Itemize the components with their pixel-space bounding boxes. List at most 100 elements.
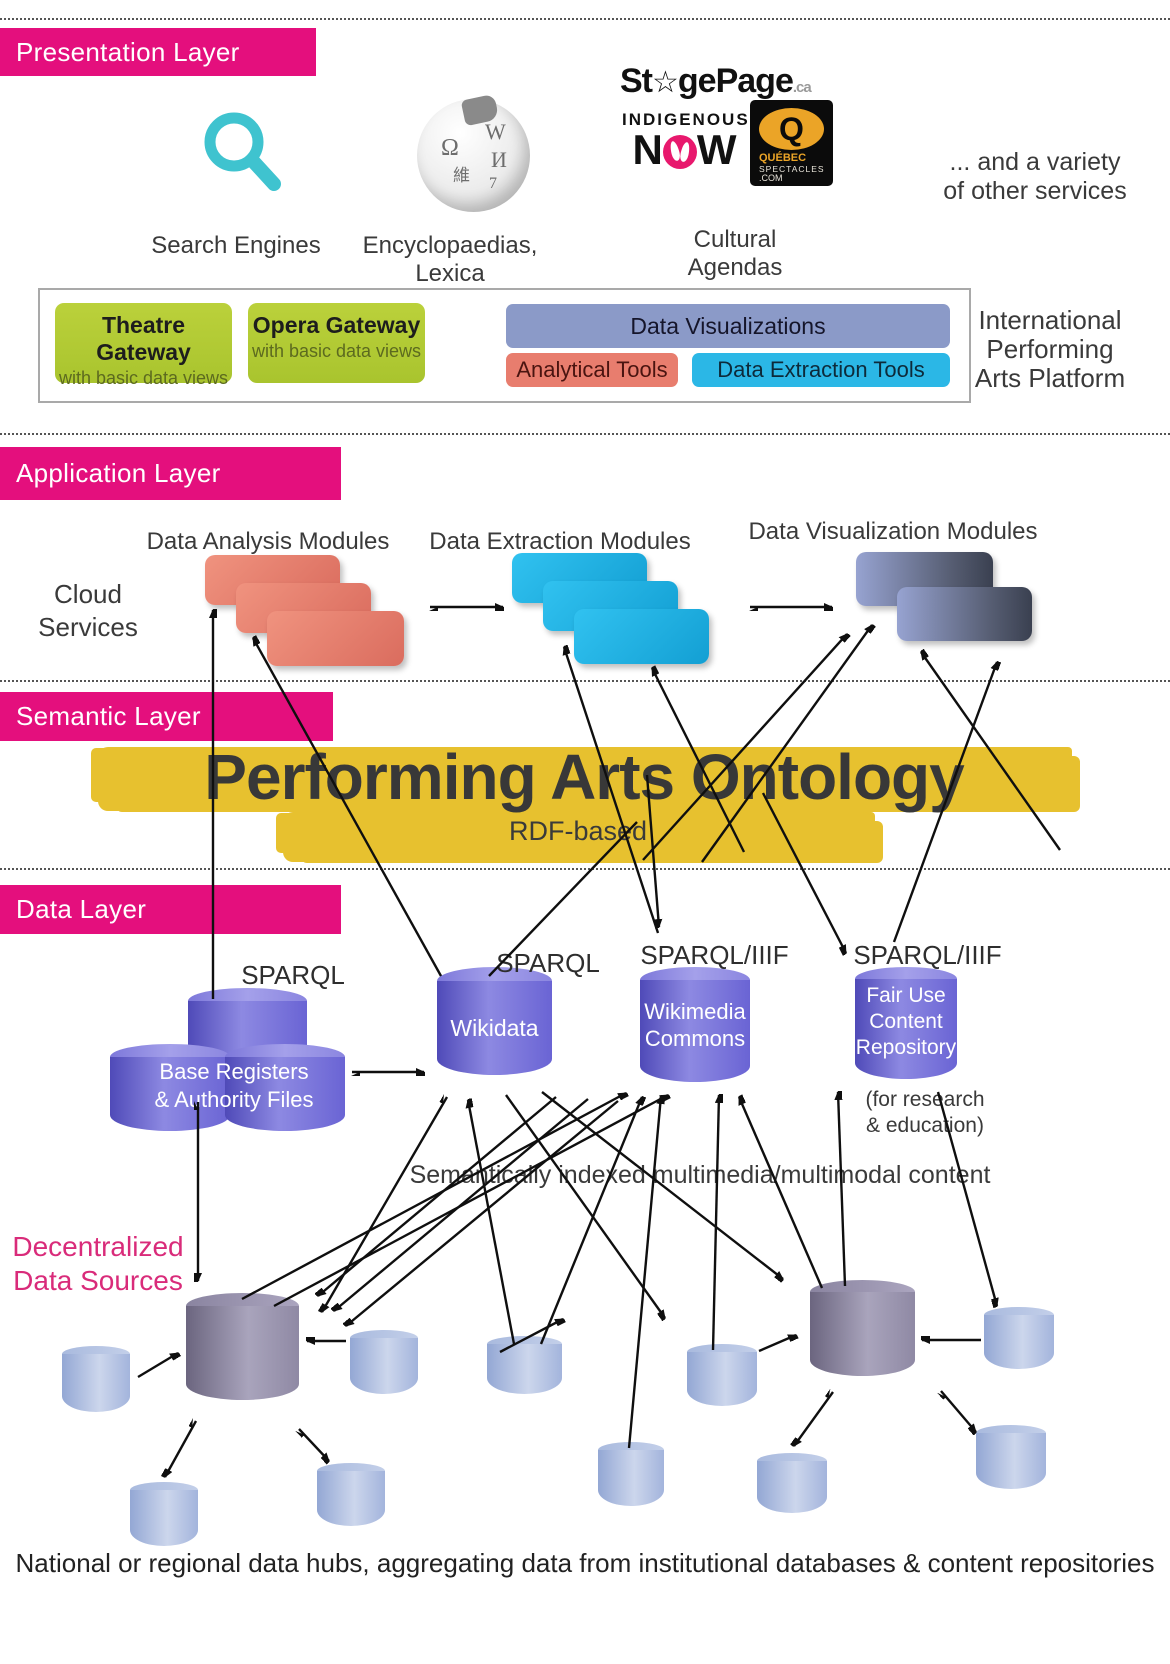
arrow-fan-1	[318, 1096, 557, 1296]
other-services-line1: ... and a variety	[949, 148, 1121, 176]
base-registers-line1: Base Registers	[159, 1059, 309, 1084]
source-cylinder	[976, 1425, 1046, 1489]
source-cylinder	[130, 1482, 198, 1546]
application-layer-banner: Application Layer	[0, 447, 341, 500]
opera-gateway-subtitle: with basic data views	[251, 341, 422, 361]
source-cylinder	[350, 1330, 418, 1394]
arrow-lefthub-satellite-3	[299, 1428, 329, 1461]
sparql-label-wikidata: SPARQL	[496, 948, 600, 978]
arrow-source-wikidata	[468, 1100, 516, 1345]
fairuse-line1: Fair Use	[866, 984, 946, 1007]
semantic-layer-label: Semantic Layer	[16, 701, 201, 731]
source-cylinder	[687, 1344, 757, 1406]
stagepage-post: gePage	[677, 62, 794, 100]
cloud-line1: Cloud	[54, 579, 122, 609]
source-cylinder	[598, 1442, 664, 1506]
analysis-module-card	[267, 611, 404, 666]
analytical-tools-bar: Analytical Tools	[506, 353, 678, 387]
arrow-source-commons-1	[539, 1097, 642, 1345]
arrow-source-commons-2	[627, 1096, 661, 1449]
wiki-glyph-omega: Ω	[441, 135, 459, 161]
other-services-label: ... and a variety of other services	[905, 148, 1165, 206]
source-cylinder	[62, 1346, 130, 1412]
sparql-iiif-label-fairuse: SPARQL/IIIF	[853, 940, 1002, 970]
wikimedia-commons-cylinder: Wikimedia Commons	[640, 967, 750, 1082]
encyclopaedias-line2: Lexica	[415, 260, 485, 287]
base-registers-label: Base Registers & Authority Files	[118, 1058, 350, 1114]
data-visualizations-label: Data Visualizations	[630, 312, 826, 339]
data-extraction-tools-bar: Data Extraction Tools	[692, 353, 950, 387]
sparql-iiif-label-commons: SPARQL/IIIF	[640, 940, 789, 970]
decentralized-line2: Data Sources	[13, 1265, 183, 1296]
platform-side-line3: Arts Platform	[974, 363, 1126, 393]
search-engines-label: Search Engines	[151, 232, 321, 259]
encyclopaedias-line1: Encyclopaedias,	[362, 232, 538, 259]
data-layer-label: Data Layer	[16, 894, 147, 924]
base-registers-cylinder-left	[110, 1044, 230, 1131]
fairuse-line2: Content	[869, 1010, 943, 1033]
fairuse-note-line2: & education)	[866, 1114, 984, 1137]
source-cylinder	[317, 1463, 385, 1526]
arrow-fan-3	[346, 1100, 619, 1326]
fairuse-note-line1: (for research	[865, 1088, 985, 1111]
data-visualizations-bar: Data Visualizations	[506, 304, 950, 348]
commons-line1: Wikimedia	[644, 999, 746, 1024]
arrow-source-commons-3	[711, 1095, 719, 1351]
opera-gateway-title: Opera Gateway	[252, 312, 421, 338]
right-data-hub-cylinder	[810, 1280, 915, 1376]
semantically-indexed-label: Semantically indexed multimedia/multimod…	[409, 1161, 991, 1189]
separator-top	[0, 18, 1170, 20]
cultural-line1: Cultural	[693, 226, 777, 253]
platform-side-label: International Performing Arts Platform	[930, 306, 1170, 393]
ontology-title: Performing Arts Ontology	[204, 741, 964, 813]
extraction-module-card	[574, 609, 709, 664]
wikipedia-globe-icon: W Ω И 維 7	[417, 93, 530, 212]
wiki-glyph-7: 7	[489, 175, 497, 192]
cultural-line2: Agendas	[687, 254, 783, 281]
decentralized-line1: Decentralized	[12, 1231, 184, 1262]
cultural-agendas-label: Cultural Agendas	[625, 226, 845, 282]
presentation-layer-banner: Presentation Layer	[0, 28, 316, 76]
base-registers-line2: & Authority Files	[154, 1087, 314, 1112]
platform-side-line1: International	[978, 305, 1122, 335]
stagepage-logo: St☆gePage.ca	[620, 62, 860, 101]
indigenous-w: W	[696, 126, 737, 173]
data-layer-banner: Data Layer	[0, 885, 341, 934]
stagepage-star-icon: ☆	[652, 66, 679, 99]
source-cylinder	[757, 1453, 827, 1513]
arrow-lefthub-satellite-2	[165, 1421, 198, 1477]
fairuse-line3: Repository	[855, 1036, 957, 1059]
theatre-gateway-box: Theatre Gateway with basic data views	[55, 303, 232, 388]
cloud-line2: Services	[38, 612, 138, 642]
theatre-gateway-title: Theatre Gateway	[96, 312, 191, 365]
stagepage-tld: .ca	[792, 79, 812, 96]
quebec-line2: SPECTACLES	[759, 164, 825, 174]
quebec-spectacles-logo: Q QUÉBEC SPECTACLES .COM	[750, 100, 833, 186]
analytical-tools-label: Analytical Tools	[516, 357, 668, 382]
decentralized-data-sources-label: Decentralized Data Sources	[8, 1230, 188, 1298]
feather-circle-icon	[662, 135, 697, 169]
search-icon	[204, 112, 281, 191]
fair-use-repository-cylinder: Fair Use Content Repository	[855, 967, 957, 1079]
cloud-services-label: Cloud Services	[18, 578, 158, 644]
wiki-glyph-cjk: 維	[453, 166, 470, 185]
bottom-caption: National or regional data hubs, aggregat…	[15, 1548, 1155, 1578]
separator-semantic	[0, 680, 1170, 682]
source-cylinder	[487, 1336, 562, 1394]
semantic-layer-banner: Semantic Layer	[0, 692, 333, 741]
data-extraction-tools-label: Data Extraction Tools	[717, 357, 925, 382]
data-visualization-modules-label: Data Visualization Modules	[748, 518, 1038, 545]
arrow-wikidata-source	[505, 1094, 665, 1318]
presentation-layer-label: Presentation Layer	[16, 36, 240, 67]
platform-side-line2: Performing	[986, 334, 1114, 364]
indigenous-word: INDIGENOUS	[622, 110, 750, 129]
arrow-righthub-satellite-3	[941, 1390, 976, 1432]
arrow-source-righthub-2	[758, 1333, 796, 1353]
arrow-fan-2	[334, 1098, 589, 1311]
arrow-satellite-lefthub-1	[137, 1353, 178, 1379]
platform-box	[38, 288, 971, 403]
stagepage-pre: St	[620, 62, 653, 100]
visualization-module-card	[897, 587, 1032, 641]
arrow-righthub-satellite-2	[794, 1392, 834, 1446]
